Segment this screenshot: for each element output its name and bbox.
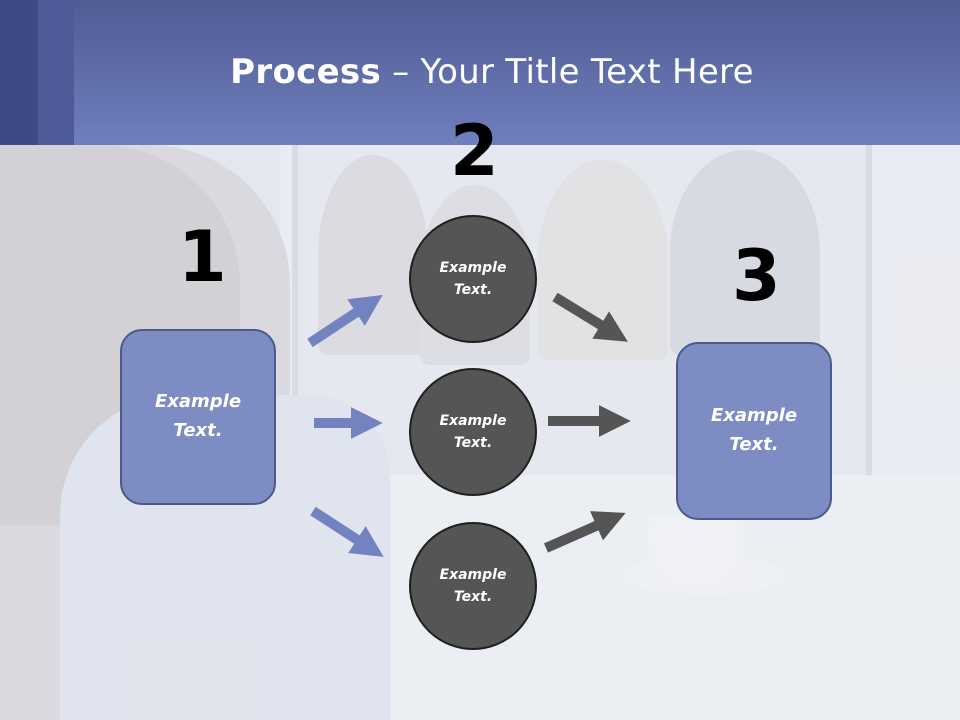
step-1-text: Example Text. xyxy=(154,391,242,441)
step-2-circle-bottom: Example Text. xyxy=(409,522,537,650)
step-2-text-middle: Example Text. xyxy=(439,412,507,451)
step-2-circle-middle: Example Text. xyxy=(409,368,537,496)
step-1-number: 1 xyxy=(178,216,227,298)
step-2-text-top: Example Text. xyxy=(439,259,507,298)
slide-title: Process – Your Title Text Here xyxy=(0,52,960,92)
step-3-number: 3 xyxy=(732,235,781,317)
arrow-to-step2-top xyxy=(307,294,383,348)
step-3-text: Example Text. xyxy=(710,405,798,455)
arrow-from-step2-bottom xyxy=(543,511,626,553)
title-rest: – Your Title Text Here xyxy=(381,52,754,92)
title-bold: Process xyxy=(230,52,382,92)
arrow-to-step2-bottom xyxy=(310,506,384,557)
header-accent xyxy=(0,0,38,145)
step-1-box: Example Text. xyxy=(120,329,276,505)
step-2-text-bottom: Example Text. xyxy=(439,566,507,605)
step-3-box: Example Text. xyxy=(676,342,832,520)
header-bar: Process – Your Title Text Here xyxy=(0,0,960,145)
step-2-circle-top: Example Text. xyxy=(409,215,537,343)
arrow-from-step2-top xyxy=(552,292,628,342)
step-2-number: 2 xyxy=(450,110,499,192)
header-accent xyxy=(38,0,74,145)
